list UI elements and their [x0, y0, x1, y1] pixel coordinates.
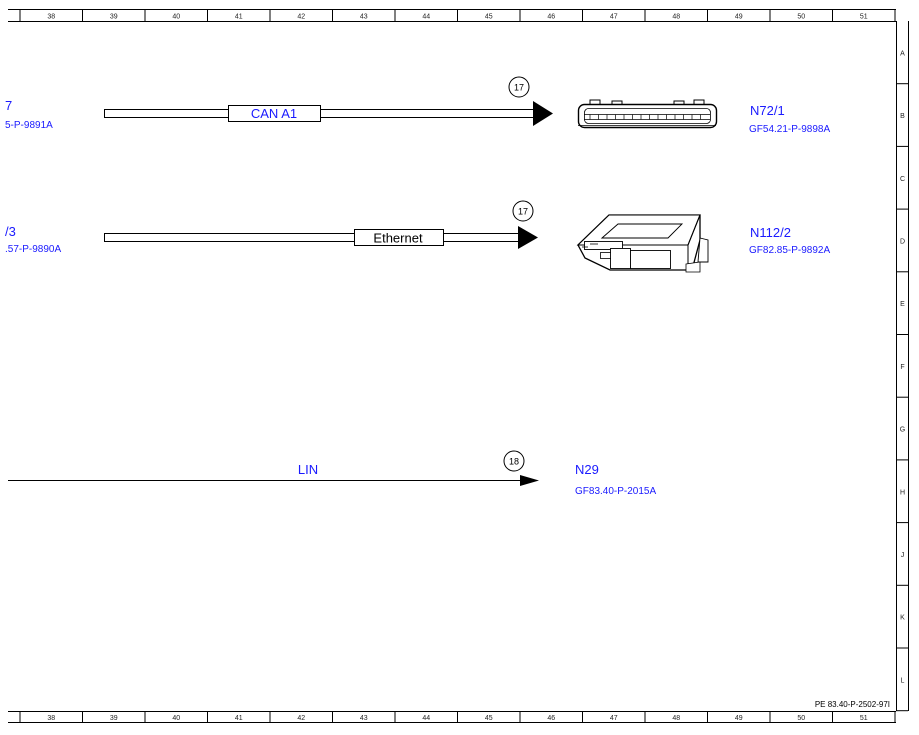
bus-label: Ethernet — [373, 231, 423, 246]
bottom-column-label: 41 — [235, 715, 243, 722]
arrow-head-icon — [520, 475, 539, 486]
row-label: E — [900, 301, 905, 308]
row-label: J — [901, 552, 905, 559]
row-label: K — [900, 615, 905, 622]
top-column-label: 43 — [360, 14, 368, 21]
bus-label: CAN A1 — [251, 106, 297, 121]
left-ref-title: 7 — [5, 98, 12, 113]
component-ref: GF54.21-P-9898A — [749, 124, 830, 135]
reference-badge-number: 17 — [518, 207, 528, 217]
bottom-column-label: 50 — [797, 715, 805, 722]
top-column-label: 44 — [422, 14, 430, 21]
row-label: D — [900, 238, 905, 245]
bottom-column-label: 39 — [110, 715, 118, 722]
reference-badge — [512, 200, 534, 222]
top-column-ruler: 38 39 40 41 42 43 44 45 46 47 48 49 50 51 — [8, 9, 896, 22]
top-column-label: 46 — [547, 14, 555, 21]
bottom-column-label: 40 — [172, 715, 180, 722]
can-bus-line: CAN A1 17 — [104, 76, 553, 126]
row-label: F — [900, 364, 904, 371]
bottom-column-label: 47 — [610, 715, 618, 722]
bottom-column-label: 51 — [860, 715, 868, 722]
left-ref-code: 5-P-9891A — [5, 120, 53, 131]
reference-badge — [503, 450, 525, 472]
bottom-column-label: 45 — [485, 715, 493, 722]
left-reference-2: /3 .57-P-9890A — [5, 224, 61, 255]
component-title: N72/1 — [750, 103, 785, 118]
left-ref-title: /3 — [5, 224, 16, 239]
bottom-column-label: 43 — [360, 715, 368, 722]
row-label: B — [900, 113, 905, 120]
row-label: C — [900, 176, 905, 183]
top-column-label: 38 — [47, 14, 55, 21]
bottom-column-label: 48 — [672, 715, 680, 722]
component-n112-2: N112/2 GF82.85-P-9892A — [749, 225, 830, 256]
row-label: H — [900, 489, 905, 496]
bottom-column-label: 46 — [547, 715, 555, 722]
component-ref: GF82.85-P-9892A — [749, 245, 830, 256]
top-column-label: 51 — [860, 14, 868, 21]
component-n72-1: N72/1 GF54.21-P-9898A — [749, 103, 830, 135]
row-label: L — [901, 677, 905, 684]
bottom-column-label: 44 — [422, 715, 430, 722]
bottom-column-label: 38 — [47, 715, 55, 722]
reference-badge-number: 17 — [514, 83, 524, 93]
top-column-label: 45 — [485, 14, 493, 21]
top-column-label: 41 — [235, 14, 243, 21]
bottom-column-ruler: 38 39 40 41 42 43 44 45 46 47 48 49 50 51 — [8, 711, 896, 723]
top-column-label: 50 — [797, 14, 805, 21]
left-reference-1: 7 5-P-9891A — [5, 98, 53, 131]
bus-label: LIN — [298, 462, 318, 477]
top-column-label: 39 — [110, 14, 118, 21]
document-id: PE 83.40-P-2502-97I — [815, 700, 890, 709]
arrow-head-icon — [518, 226, 538, 249]
row-label: G — [900, 427, 905, 434]
control-unit-icon — [576, 214, 709, 273]
arrow-head-icon — [533, 101, 553, 126]
component-n29: N29 GF83.40-P-2015A — [575, 462, 656, 497]
reference-badge — [508, 76, 530, 98]
ethernet-bus-line: Ethernet 17 — [104, 200, 538, 249]
bottom-column-label: 49 — [735, 715, 743, 722]
component-ref: GF83.40-P-2015A — [575, 486, 656, 497]
right-row-ruler: A B C D E F G H J K L — [896, 21, 909, 712]
connector-icon — [577, 99, 718, 129]
top-column-label: 47 — [610, 14, 618, 21]
top-column-label: 40 — [172, 14, 180, 21]
top-column-label: 48 — [672, 14, 680, 21]
row-label: A — [900, 50, 905, 57]
top-column-label: 42 — [297, 14, 305, 21]
bus-label-box — [228, 105, 321, 122]
lin-bus-line: LIN 18 — [8, 450, 539, 486]
top-column-label: 49 — [735, 14, 743, 21]
component-title: N112/2 — [750, 225, 791, 240]
reference-badge-number: 18 — [509, 457, 519, 467]
bus-label-box — [354, 229, 444, 246]
left-ref-code: .57-P-9890A — [5, 244, 61, 255]
component-title: N29 — [575, 462, 599, 477]
bottom-column-label: 42 — [297, 715, 305, 722]
